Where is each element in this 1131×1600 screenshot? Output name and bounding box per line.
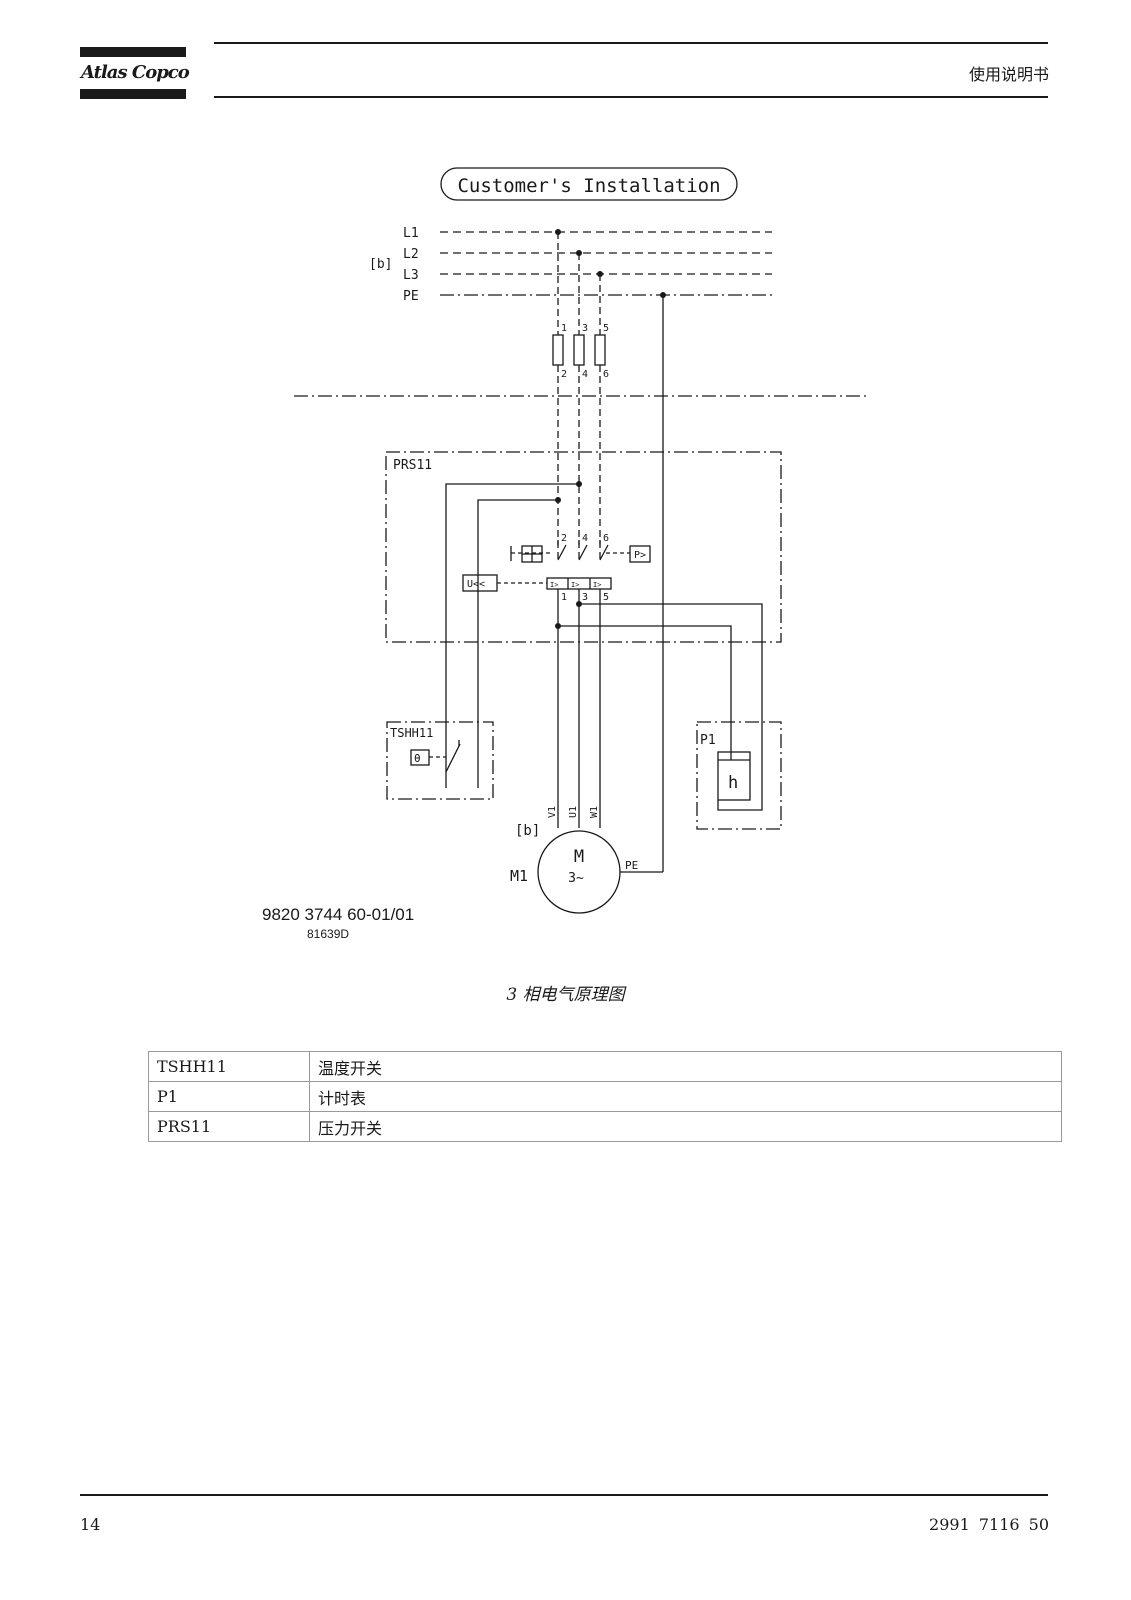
- control-wire-1: [445, 483, 579, 788]
- fuse-terminal-bottom-6: 6: [603, 369, 609, 380]
- supply-tag: [b]: [369, 257, 392, 272]
- header-rule-top: [214, 42, 1048, 44]
- breaker-terminal-top-2: 2: [561, 533, 567, 544]
- legend-code: PRS11: [148, 1111, 310, 1142]
- label-l3: L3: [403, 268, 419, 283]
- fuse-3: [594, 334, 606, 366]
- trip-label-1: I>: [550, 581, 558, 589]
- drawing-code: 81639D: [307, 927, 349, 940]
- footer-rule: [80, 1494, 1048, 1496]
- motor-terminal-u1: U1: [568, 806, 579, 818]
- label-l1: L1: [403, 226, 419, 241]
- legend-code: TSHH11: [148, 1051, 310, 1082]
- temperature-symbol: θ: [414, 752, 421, 765]
- hour-meter-symbol: h: [728, 773, 738, 793]
- motor-letter: M: [574, 847, 584, 867]
- tshh11-label: TSHH11: [390, 726, 433, 740]
- control-wire-2: [477, 499, 558, 788]
- figure-caption: 3 相电气原理图: [506, 985, 625, 1005]
- table-row: PRS11 压力开关: [148, 1111, 1062, 1142]
- overload-label: P>: [634, 550, 646, 561]
- table-row: TSHH11 温度开关: [148, 1051, 1062, 1082]
- motor-terminal-w1: W1: [589, 806, 600, 818]
- trip-label-3: I>: [593, 581, 601, 589]
- fuse-terminal-bottom-4: 4: [582, 369, 588, 380]
- atlas-copco-logo: Atlas Copco: [80, 47, 190, 99]
- document-type: 使用说明书: [968, 65, 1049, 84]
- fuse-2: [573, 334, 585, 366]
- p1-label: P1: [700, 733, 716, 748]
- fuse-terminal-top-1: 1: [561, 323, 567, 334]
- overload-relay-box: [629, 545, 651, 563]
- prs11-enclosure: [385, 451, 782, 643]
- motor-pe-label: PE: [625, 859, 638, 872]
- junction-dots: [555, 229, 666, 629]
- logo-text: Atlas Copco: [81, 62, 190, 83]
- motor-label: M1: [510, 867, 528, 885]
- motor-phase: 3~: [568, 871, 584, 886]
- breaker-terminal-bottom-1: 1: [561, 592, 567, 603]
- legend-description: 压力开关: [309, 1111, 1062, 1142]
- page-number: 14: [80, 1515, 101, 1534]
- fuse-terminal-bottom-2: 2: [561, 369, 567, 380]
- p1-enclosure: [696, 721, 782, 830]
- hour-meter-icon: [717, 751, 751, 801]
- wiring-diagram: Customer's Installation L1 L2 L3 PE [b] …: [262, 167, 866, 940]
- breaker-terminal-top-6: 6: [603, 533, 609, 544]
- legend-description: 温度开关: [309, 1051, 1062, 1082]
- logo-bar-top: [80, 47, 186, 57]
- breaker-terminal-top-4: 4: [582, 533, 588, 544]
- label-pe: PE: [403, 289, 419, 304]
- hour-meter-wire-1: [579, 603, 763, 811]
- breaker-terminal-bottom-3: 3: [582, 592, 588, 603]
- legend-code: P1: [148, 1081, 310, 1112]
- table-row: P1 计时表: [148, 1081, 1062, 1112]
- header-rule-bottom: [214, 96, 1048, 98]
- undervoltage-label: U<<: [467, 579, 485, 590]
- logo-bar-bottom: [80, 89, 186, 99]
- label-l2: L2: [403, 247, 419, 262]
- hour-meter-wire-2: [558, 625, 732, 760]
- motor-tag: [b]: [515, 823, 540, 839]
- drawing-number: 9820 3744 60-01/01: [262, 905, 414, 924]
- fuse-1: [552, 334, 564, 366]
- tshh11-enclosure: [386, 721, 494, 800]
- temperature-switch-contact: [445, 743, 461, 773]
- trip-label-2: I>: [571, 581, 579, 589]
- motor-terminal-v1: V1: [547, 806, 558, 818]
- legend-description: 计时表: [309, 1081, 1062, 1112]
- document-number: 2991 7116 50: [929, 1515, 1049, 1534]
- title-frame: [440, 167, 738, 201]
- prs11-label: PRS11: [393, 458, 432, 473]
- breaker-terminal-bottom-5: 5: [603, 592, 609, 603]
- legend-table: TSHH11 温度开关 P1 计时表 PRS11 压力开关: [148, 1051, 1062, 1142]
- fuse-terminal-top-5: 5: [603, 323, 609, 334]
- fuse-terminal-top-3: 3: [582, 323, 588, 334]
- diagram-title: Customer's Installation: [457, 175, 720, 197]
